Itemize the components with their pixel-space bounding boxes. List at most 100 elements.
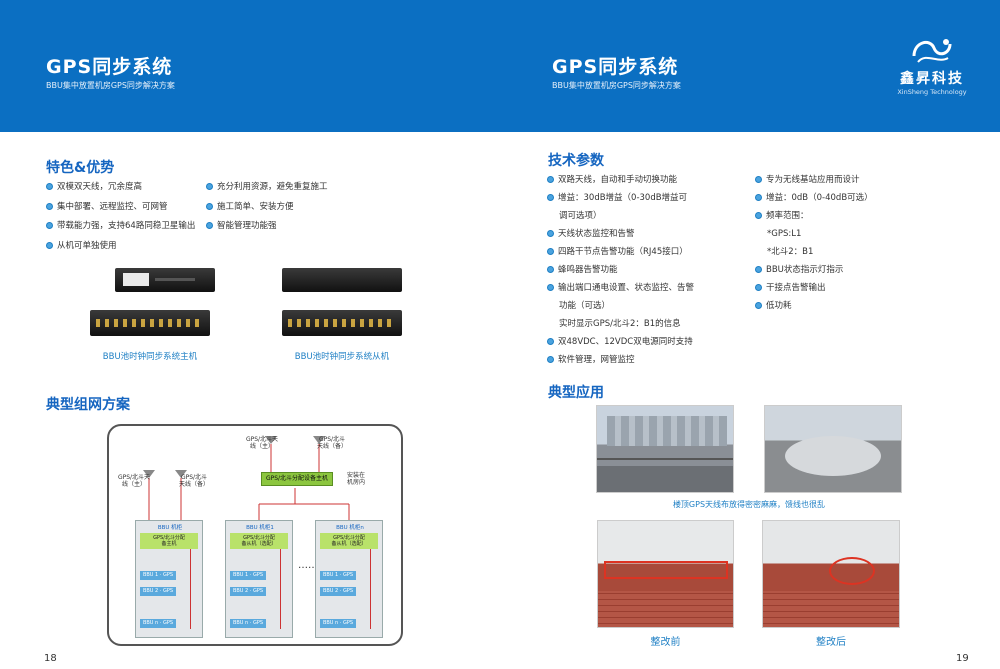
- rooftop-photo-1: [596, 405, 734, 493]
- bullet-icon: [46, 222, 53, 229]
- before-photo: [597, 520, 734, 628]
- right-page-subtitle: BBU集中放置机房GPS同步解决方案: [552, 81, 681, 90]
- bullet-icon: [547, 338, 554, 345]
- list-item-text: *GPS:L1: [767, 229, 802, 239]
- list-item-text: 功能（可选）: [559, 301, 611, 311]
- antenna-backup-top-label: GPS/北斗 天线（备）: [316, 436, 347, 450]
- rack-distribution-device: GPS/北斗分配 备从机（选配）: [320, 533, 378, 549]
- list-item: *北斗2：B1: [767, 246, 813, 258]
- bullet-icon: [755, 212, 762, 219]
- list-item: 四路干节点告警功能（RJ45接口）: [547, 246, 688, 258]
- list-item: 实时显示GPS/北斗2：B1的信息: [559, 318, 681, 330]
- list-item-text: 四路干节点告警功能（RJ45接口）: [558, 247, 688, 257]
- header-band: [0, 0, 1000, 132]
- list-item: BBU状态指示灯指示: [755, 264, 843, 276]
- bullet-icon: [46, 183, 53, 190]
- right-page-title: GPS同步系统: [552, 56, 679, 78]
- bullet-icon: [547, 230, 554, 237]
- lcd-display: [123, 273, 149, 286]
- list-item-text: 增益：30dB增益（0-30dB增益可: [558, 193, 688, 203]
- antenna-main-top-label: GPS/北斗天 线（主）: [245, 436, 279, 450]
- list-item: 输出端口通电设置、状态监控、告警: [547, 282, 694, 294]
- list-item: 调可选项）: [559, 210, 602, 222]
- rooftop-photo-2: [764, 405, 902, 493]
- list-item: 干接点告警输出: [755, 282, 826, 294]
- list-item-text: 软件管理，网管监控: [558, 355, 635, 365]
- list-item: 增益：0dB（0-40dB可选）: [755, 192, 873, 204]
- list-item: 频率范围：: [755, 210, 809, 222]
- after-photo: [762, 520, 900, 628]
- master-caption: BBU池时钟同步系统主机: [102, 352, 198, 362]
- list-item-text: BBU状态指示灯指示: [766, 265, 844, 275]
- page-number-right: 19: [956, 653, 969, 664]
- bbu-slot: BBU 2 · GPS: [230, 587, 266, 596]
- list-item-text: 智能管理功能强: [217, 221, 277, 231]
- list-item-text: 低功耗: [766, 301, 792, 311]
- rack-distribution-device: GPS/北斗分配 备从机（选配）: [230, 533, 288, 549]
- bullet-icon: [755, 176, 762, 183]
- network-title: 典型组网方案: [46, 397, 130, 413]
- list-item-text: 频率范围：: [766, 211, 809, 221]
- list-item-text: 天线状态监控和告警: [558, 229, 635, 239]
- bullet-icon: [755, 266, 762, 273]
- bbu-slot: BBU n · GPS: [230, 619, 266, 628]
- bullet-icon: [547, 176, 554, 183]
- list-item-text: 双模双天线，冗余度高: [57, 182, 143, 192]
- list-item: 天线状态监控和告警: [547, 228, 635, 240]
- list-item-text: 集中部署、远程监控、可网管: [57, 201, 168, 212]
- rack-title: BBU 机柜n: [336, 525, 364, 531]
- master-unit-rear: [90, 310, 210, 336]
- bbu-slot: BBU 1 · GPS: [230, 571, 266, 580]
- list-item-text: 充分利用资源，避免重复施工: [217, 182, 328, 192]
- left-page-subtitle: BBU集中放置机房GPS同步解决方案: [46, 81, 175, 90]
- list-item: 带载能力强，支持64路同稳卫星输出: [46, 220, 195, 232]
- list-item: 蜂鸣器告警功能: [547, 264, 618, 276]
- list-item: 双模双天线，冗余度高: [46, 181, 142, 193]
- list-item: 集中部署、远程监控、可网管: [46, 201, 168, 213]
- bullet-icon: [206, 202, 213, 210]
- list-item: *GPS:L1: [767, 228, 801, 240]
- after-caption: 整改后: [816, 637, 846, 648]
- bullet-icon: [206, 222, 213, 229]
- rack-feed-line: [280, 549, 281, 629]
- highlight-circle: [829, 557, 875, 585]
- list-item-text: 双48VDC、12VDC双电源同时支持: [558, 337, 693, 347]
- rack-ellipsis: ……: [298, 560, 318, 571]
- list-item: 专为无线基站应用而设计: [755, 174, 860, 186]
- bullet-icon: [547, 284, 554, 291]
- rack-title: BBU 机柜: [157, 525, 183, 531]
- list-item: 低功耗: [755, 300, 792, 312]
- features-title: 特色&优势: [46, 160, 115, 176]
- list-item-text: 蜂鸣器告警功能: [558, 265, 618, 275]
- list-item: 充分利用资源，避免重复施工: [206, 181, 328, 193]
- list-item-text: 专为无线基站应用而设计: [766, 175, 860, 185]
- bullet-icon: [206, 183, 213, 190]
- master-unit-front: [115, 268, 215, 292]
- connector-row: [288, 319, 396, 327]
- applications-title: 典型应用: [548, 385, 604, 401]
- list-item: 功能（可选）: [559, 300, 610, 312]
- rack-distribution-device: GPS/北斗分配 备主机: [140, 533, 198, 549]
- list-item-text: 调可选项）: [559, 211, 602, 221]
- list-item: 软件管理，网管监控: [547, 354, 635, 366]
- company-logo: 鑫昇科技 XinSheng Technology: [892, 34, 972, 104]
- list-item-text: 增益：0dB（0-40dB可选）: [766, 193, 873, 203]
- install-note: 安装在 机房内: [346, 472, 365, 486]
- connector-row: [96, 319, 204, 327]
- list-item: 从机可单独使用: [46, 240, 117, 252]
- list-item-text: 双路天线，自动和手动切换功能: [558, 175, 678, 185]
- main-distribution-device: GPS/北斗分配设备主机: [261, 472, 333, 486]
- rack-feed-line: [190, 549, 191, 629]
- list-item-text: 干接点告警输出: [766, 283, 826, 293]
- list-item: 双路天线，自动和手动切换功能: [547, 174, 677, 186]
- rack-title: BBU 机柜1: [246, 525, 274, 531]
- antenna-main-left-label: GPS/北斗天 线（主）: [117, 474, 151, 488]
- bbu-slot: BBU 1 · GPS: [320, 571, 356, 580]
- bullet-icon: [46, 202, 53, 210]
- bbu-slot: BBU n · GPS: [140, 619, 176, 628]
- logo-emblem-icon: [912, 39, 952, 63]
- slave-unit-rear: [282, 310, 402, 336]
- list-item: 智能管理功能强: [206, 220, 277, 232]
